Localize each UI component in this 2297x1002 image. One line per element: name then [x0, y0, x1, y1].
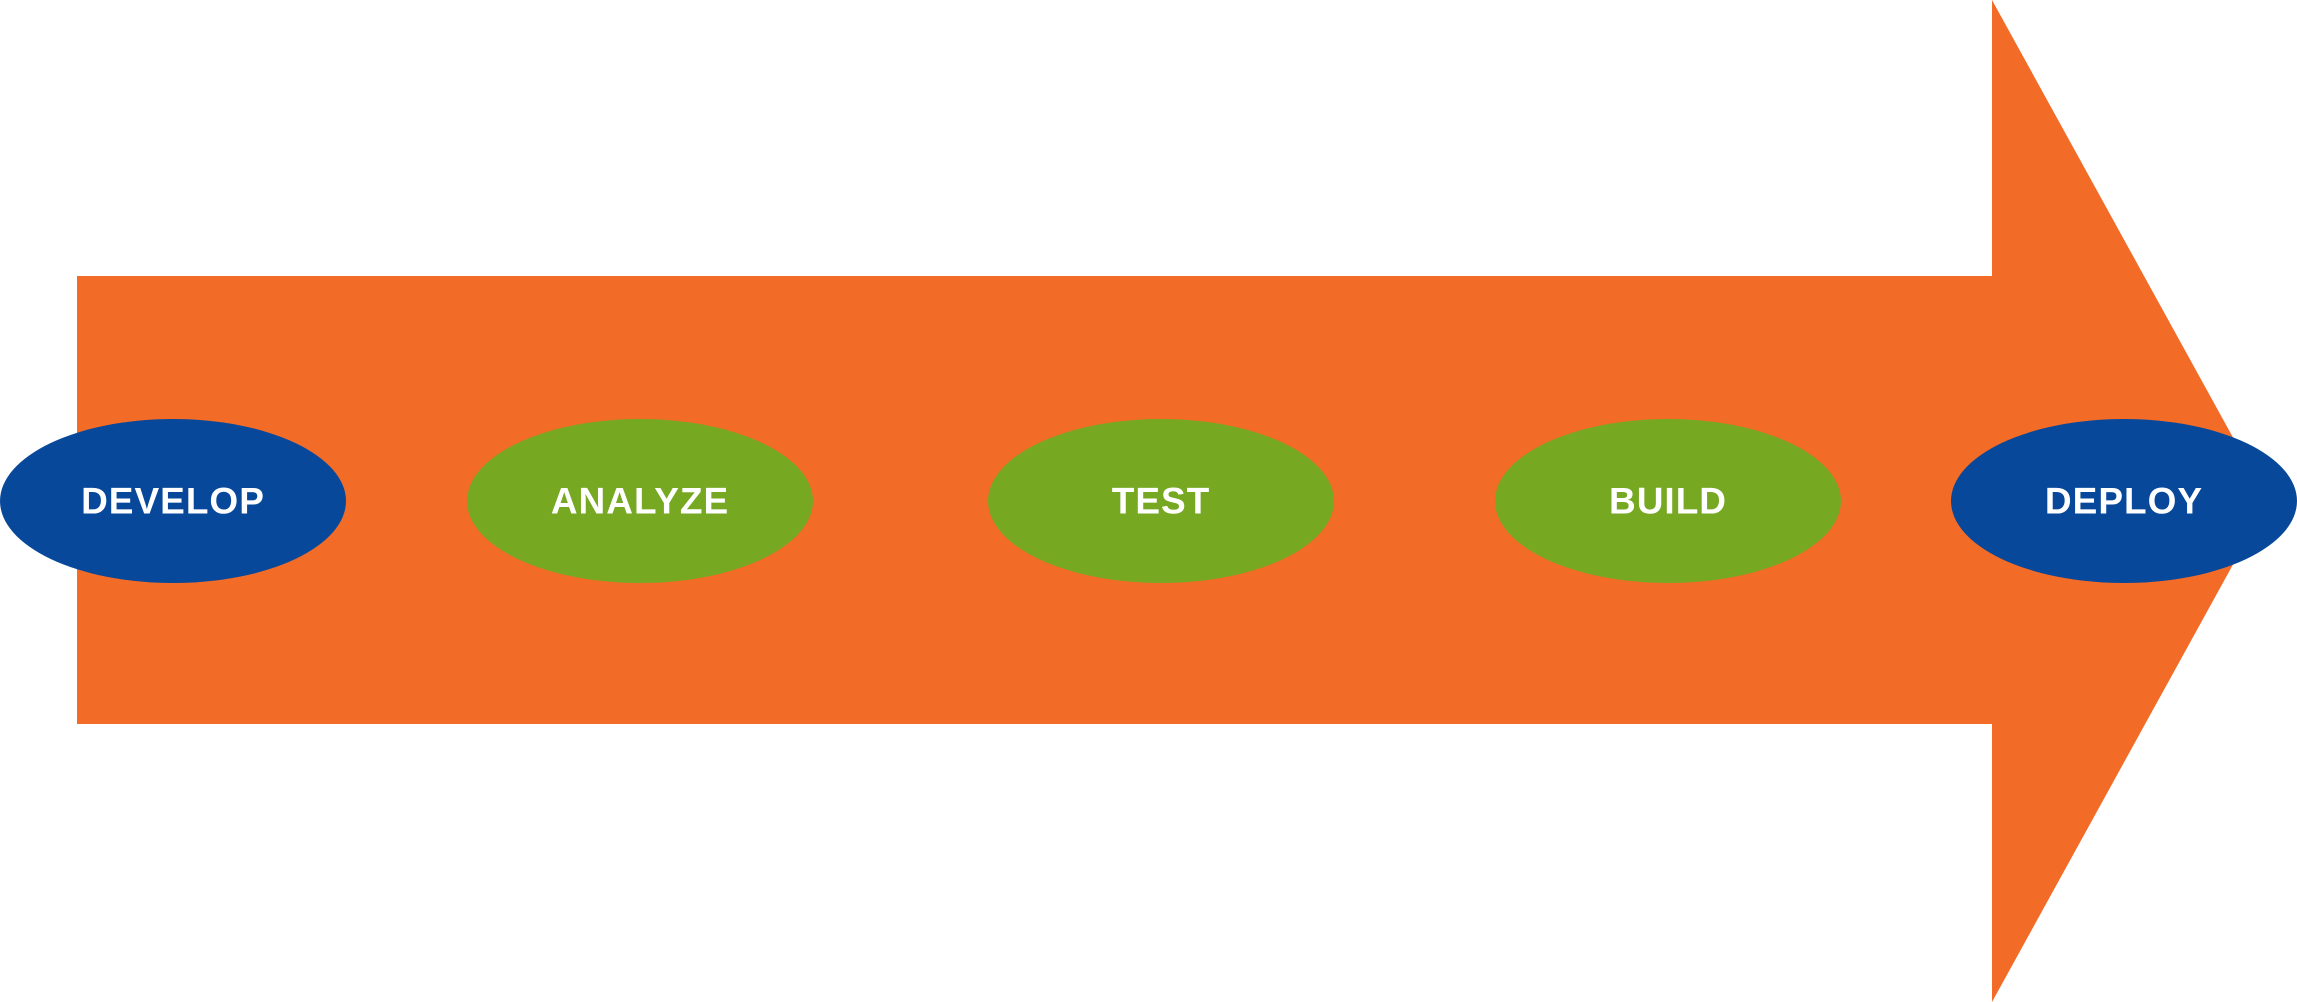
stage-deploy: DEPLOY [1951, 419, 2297, 583]
stage-build-label: BUILD [1609, 481, 1727, 522]
stage-test-label: TEST [1112, 481, 1211, 522]
stage-build-ellipse [1495, 419, 1841, 583]
stage-develop: DEVELOP [0, 419, 346, 583]
stage-deploy-label: DEPLOY [2045, 481, 2203, 522]
stage-analyze-ellipse [467, 419, 813, 583]
stage-develop-ellipse [0, 419, 346, 583]
stage-develop-label: DEVELOP [81, 481, 265, 522]
stage-test-ellipse [988, 419, 1334, 583]
stage-build: BUILD [1495, 419, 1841, 583]
stage-deploy-ellipse [1951, 419, 2297, 583]
stage-test: TEST [988, 419, 1334, 583]
stage-analyze-label: ANALYZE [551, 481, 729, 522]
stage-analyze: ANALYZE [467, 419, 813, 583]
